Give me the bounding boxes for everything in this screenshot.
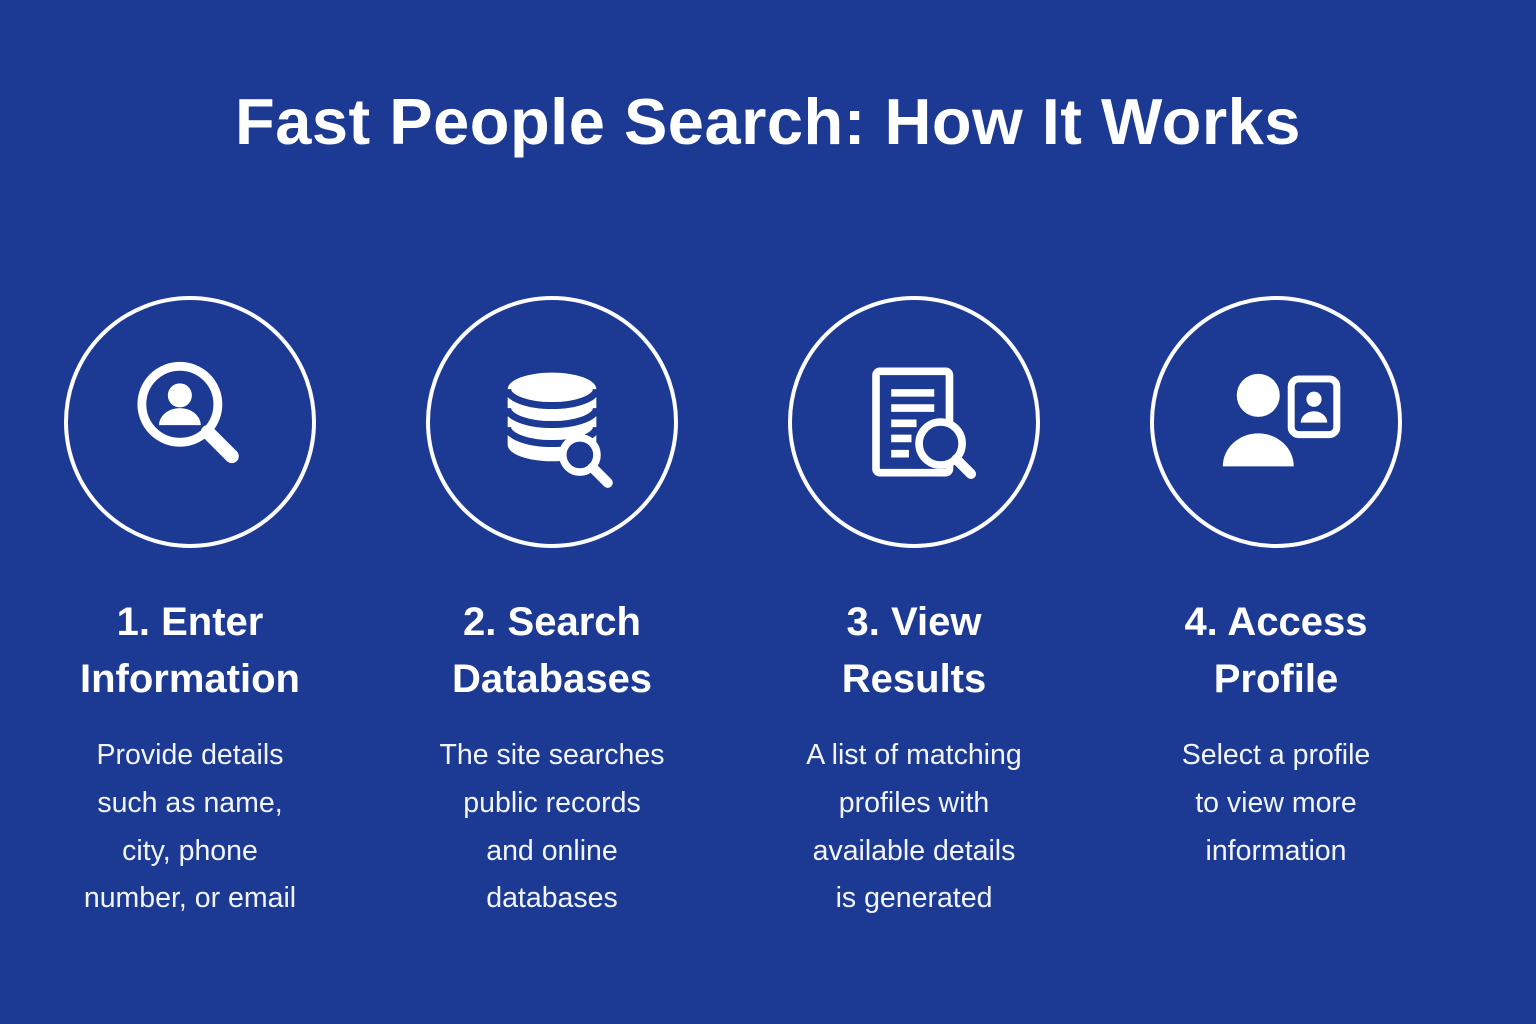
- steps-row: 1. Enter Information Provide details suc…: [0, 296, 1536, 923]
- page-title: Fast People Search: How It Works: [235, 85, 1301, 158]
- step-search-databases: 2. Search Databases The site searches pu…: [382, 296, 722, 923]
- step-2-heading: 2. Search Databases: [451, 600, 653, 702]
- profile-card-icon: [1222, 374, 1341, 467]
- step-access-profile: 4. Access Profile Select a profile to vi…: [1106, 296, 1446, 923]
- step-view-results: 3. View Results A list of matching profi…: [744, 296, 1084, 923]
- step-2-description: The site searches public records and onl…: [439, 738, 665, 915]
- document-results-icon: [872, 367, 977, 480]
- step-4-heading: 4. Access Profile: [1184, 600, 1368, 702]
- step-enter-information: 1. Enter Information Provide details suc…: [20, 296, 360, 923]
- step-3-description: A list of matching profiles with availab…: [806, 738, 1022, 915]
- step-3-icon-circle: [788, 296, 1040, 549]
- step-4-icon-circle: [1150, 296, 1402, 549]
- step-3-heading: 3. View Results: [841, 600, 987, 702]
- step-1-icon-circle: [64, 296, 316, 549]
- step-1-heading: 1. Enter Information: [80, 600, 300, 702]
- step-1-description: Provide details such as name, city, phon…: [83, 738, 297, 915]
- database-search-icon: [504, 372, 613, 489]
- person-search-icon: [137, 362, 239, 464]
- step-4-description: Select a profile to view more informatio…: [1181, 738, 1371, 867]
- step-2-icon-circle: [426, 296, 678, 549]
